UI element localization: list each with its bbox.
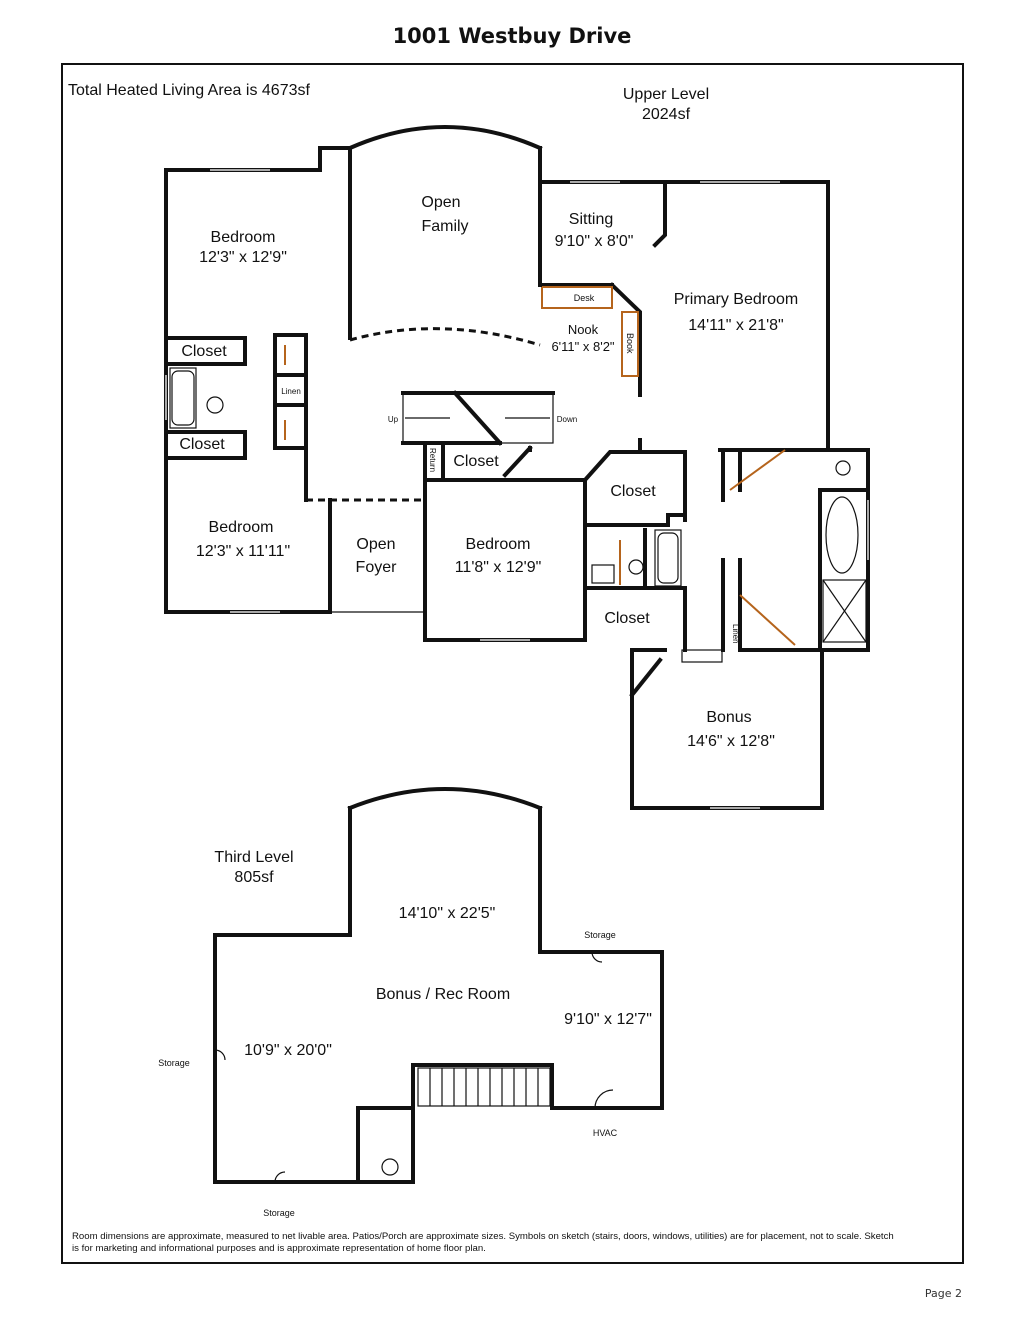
closet-c-label: Closet — [453, 453, 499, 470]
upper-level-fixtures — [169, 286, 867, 646]
open-foyer-line2: Foyer — [356, 559, 398, 576]
page-title: 1001 Westbuy Drive — [392, 24, 632, 48]
bedroom2-name: Bedroom — [209, 519, 274, 536]
bedroom3-dims: 11'8" x 12'9" — [455, 559, 542, 576]
linen-a-label: Linen — [281, 387, 301, 396]
bedroom3-name: Bedroom — [466, 536, 531, 553]
rec-dims-top: 14'10" x 22'5" — [399, 905, 496, 922]
stair-up-label: Up — [388, 415, 399, 424]
open-family-line1: Open — [421, 194, 460, 211]
third-level-name: Third Level — [214, 849, 293, 866]
disclaimer-line2: is for marketing and informational purpo… — [72, 1243, 486, 1254]
upper-level-windows — [165, 169, 869, 809]
storage-bottom-label: Storage — [263, 1208, 295, 1218]
bonus-dims: 14'6" x 12'8" — [687, 733, 775, 750]
bonus-name: Bonus — [706, 709, 751, 726]
closet-b-label: Closet — [179, 436, 225, 453]
third-level-area: 805sf — [234, 869, 274, 886]
open-family-line2: Family — [421, 218, 468, 235]
book-label: Book — [625, 333, 635, 354]
sitting-name: Sitting — [569, 211, 613, 228]
bedroom1-dims: 12'3" x 12'9" — [199, 249, 287, 266]
storage-top-label: Storage — [584, 930, 616, 940]
disclaimer-line1: Room dimensions are approximate, measure… — [72, 1231, 894, 1242]
bedroom2-dims: 12'3" x 11'11" — [196, 543, 290, 560]
primary-bedroom-name: Primary Bedroom — [674, 291, 798, 308]
upper-level-name: Upper Level — [623, 86, 709, 103]
rec-room-name: Bonus / Rec Room — [376, 986, 510, 1003]
stair-down-label: Down — [557, 415, 577, 424]
nook-dims: 6'11" x 8'2" — [551, 339, 614, 354]
open-foyer-line1: Open — [356, 536, 395, 553]
total-area-label: Total Heated Living Area is 4673sf — [68, 82, 310, 99]
sitting-dims: 9'10" x 8'0" — [555, 233, 634, 250]
third-level-walls — [213, 787, 664, 1184]
desk-label: Desk — [574, 293, 595, 303]
return-label: Return — [428, 448, 437, 472]
rec-dims-right: 9'10" x 12'7" — [564, 1011, 652, 1028]
plan-frame — [61, 63, 964, 1264]
closet-e-label: Closet — [604, 610, 650, 627]
primary-bedroom-dims: 14'11" x 21'8" — [688, 317, 783, 334]
page-number: Page 2 — [924, 1287, 962, 1300]
bedroom1-name: Bedroom — [211, 229, 276, 246]
upper-level-area: 2024sf — [642, 106, 691, 123]
linen-b-label: Linen — [731, 624, 740, 644]
nook-name: Nook — [568, 322, 599, 337]
closet-a-label: Closet — [181, 343, 227, 360]
rec-dims-left: 10'9" x 20'0" — [244, 1042, 332, 1059]
hvac-label: HVAC — [593, 1128, 618, 1138]
storage-left-label: Storage — [158, 1058, 190, 1068]
closet-d-label: Closet — [610, 483, 656, 500]
